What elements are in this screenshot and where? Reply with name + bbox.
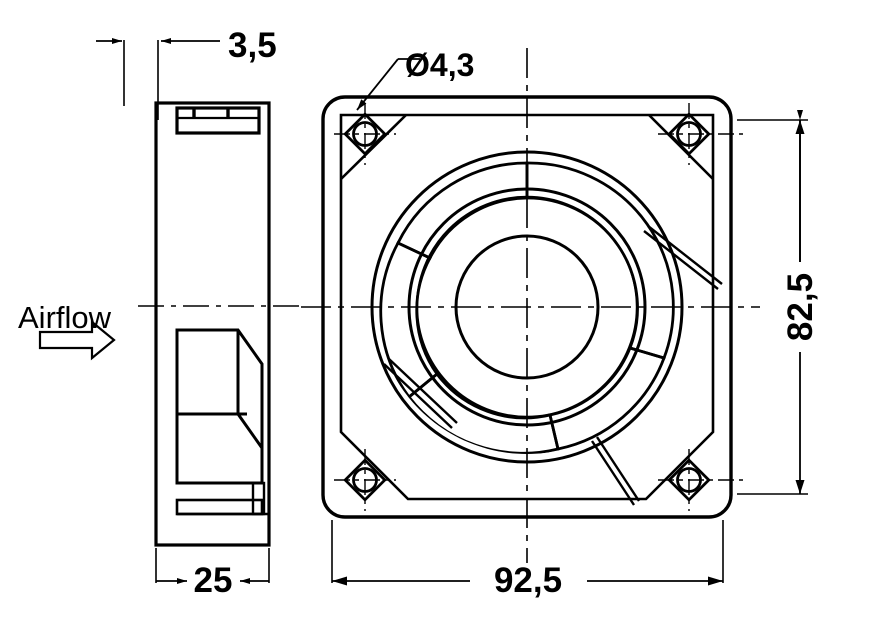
mounting-hole-bottom-right: [658, 449, 745, 511]
side-view-body-outline: [154, 101, 271, 547]
side-view-group: [96, 38, 300, 584]
mounting-hole-top-left: [334, 103, 396, 165]
fan-blade-3: [407, 371, 560, 454]
spoke-lower-left-b: [388, 358, 458, 424]
airflow-label: Airflow: [18, 300, 112, 335]
spoke-lower-left: [383, 363, 453, 429]
hole-callout-leader: [356, 58, 420, 111]
height-dimension-82-5: [737, 110, 808, 495]
mounting-hole-bottom-left: [334, 449, 396, 511]
spoke-bottom-b: [595, 436, 641, 502]
hole-diameter-label: Ø4,3: [405, 47, 474, 83]
width-dimension-label: 92,5: [494, 561, 562, 600]
airflow-annotation-group: [38, 319, 116, 361]
depth-dimension-label: 25: [194, 561, 233, 600]
motor-base-rect: [175, 498, 264, 516]
mounting-pad-diamond-bl: [343, 458, 387, 502]
depth-dimension-25: [155, 548, 270, 584]
housing-inner-octagon: [339, 113, 715, 501]
width-dimension-92-5: [331, 520, 724, 586]
spoke-upper-right: [643, 230, 719, 290]
airflow-arrow-right-icon: [38, 319, 116, 361]
side-view-top-flange: [175, 106, 261, 135]
motor-profile-outline: [175, 328, 264, 485]
mounting-pad-diamond-tl: [343, 112, 387, 156]
side-view-motor-profile: [175, 328, 269, 516]
motor-profile-inner-edge: [236, 330, 264, 449]
fan-blade-1: [396, 161, 529, 260]
flange-dimension-3-5: [96, 38, 220, 120]
width-arrow-left: [332, 576, 347, 586]
top-flange-rect: [175, 106, 261, 135]
height-arrow-bottom: [795, 480, 805, 494]
front-view-group: [301, 48, 808, 586]
fan-blade-4: [548, 346, 666, 451]
blade-root-spokes: [383, 225, 723, 506]
height-dimension-label: 82,5: [781, 273, 820, 341]
hole-callout-leader-line: [356, 58, 399, 111]
spoke-upper-right-b: [647, 225, 723, 285]
flange-dimension-label: 3,5: [228, 26, 277, 65]
mounting-hole-top-right: [658, 103, 745, 165]
mounting-pad-diamond-br: [667, 458, 711, 502]
spoke-bottom: [590, 440, 636, 506]
mounting-pad-diamond-tr: [667, 112, 711, 156]
width-arrow-right: [708, 576, 723, 586]
motor-side-rib: [251, 481, 266, 516]
